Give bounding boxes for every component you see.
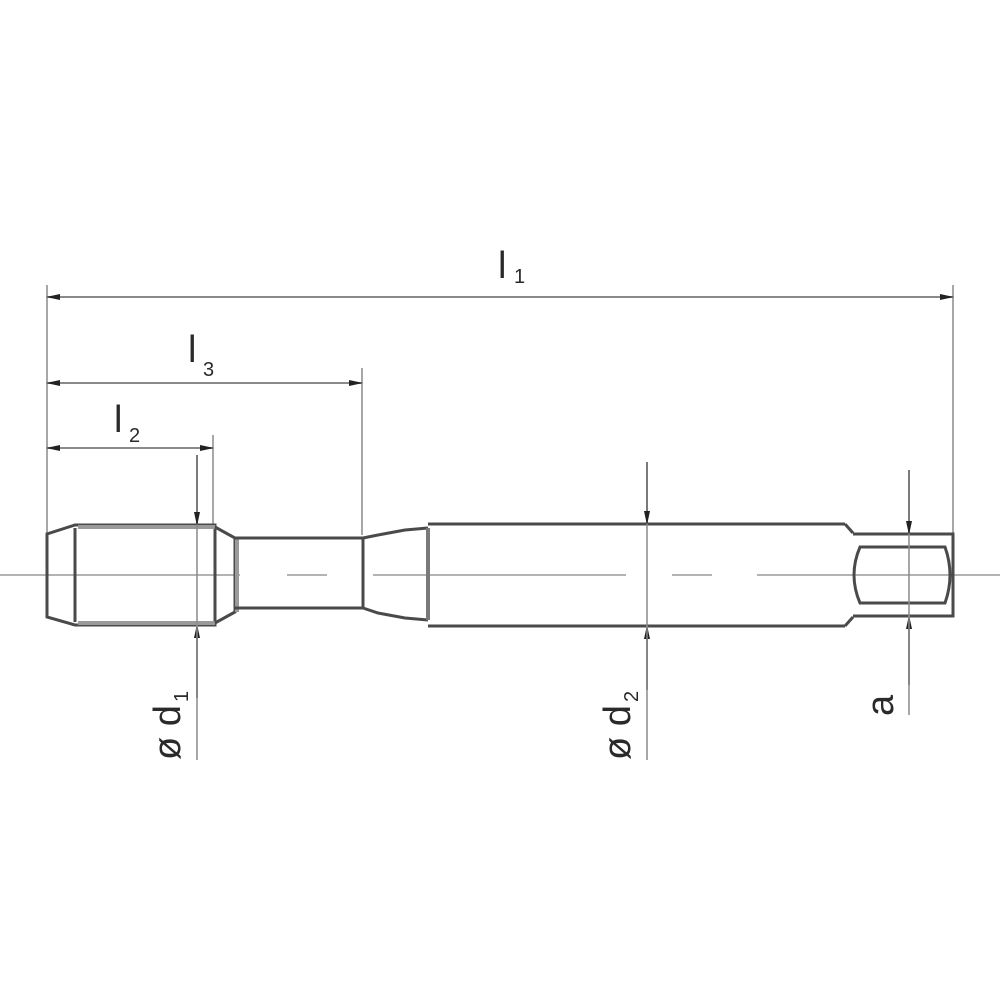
label-d2: ø d [597,705,639,760]
dimension-l3: l 3 [46,329,363,386]
dimension-a: a [860,470,912,716]
label-l2-sub: 2 [129,425,140,447]
dimension-d1: ø d 1 [147,455,200,760]
label-l1-sub: 1 [514,266,525,288]
extension-lines [46,285,954,540]
label-d1: ø d [147,705,189,760]
dimension-l1: l 1 [46,245,954,300]
label-d2-sub: 2 [621,691,643,702]
label-l2: l [114,399,122,441]
dimension-l2: l 2 [46,399,214,451]
dimension-d2: ø d 2 [597,462,650,760]
label-l1: l [498,245,506,287]
label-l3-sub: 3 [203,359,214,381]
label-a: a [860,694,902,716]
label-l3: l [188,329,196,371]
tap-body [45,522,955,628]
label-d1-sub: 1 [171,691,193,702]
